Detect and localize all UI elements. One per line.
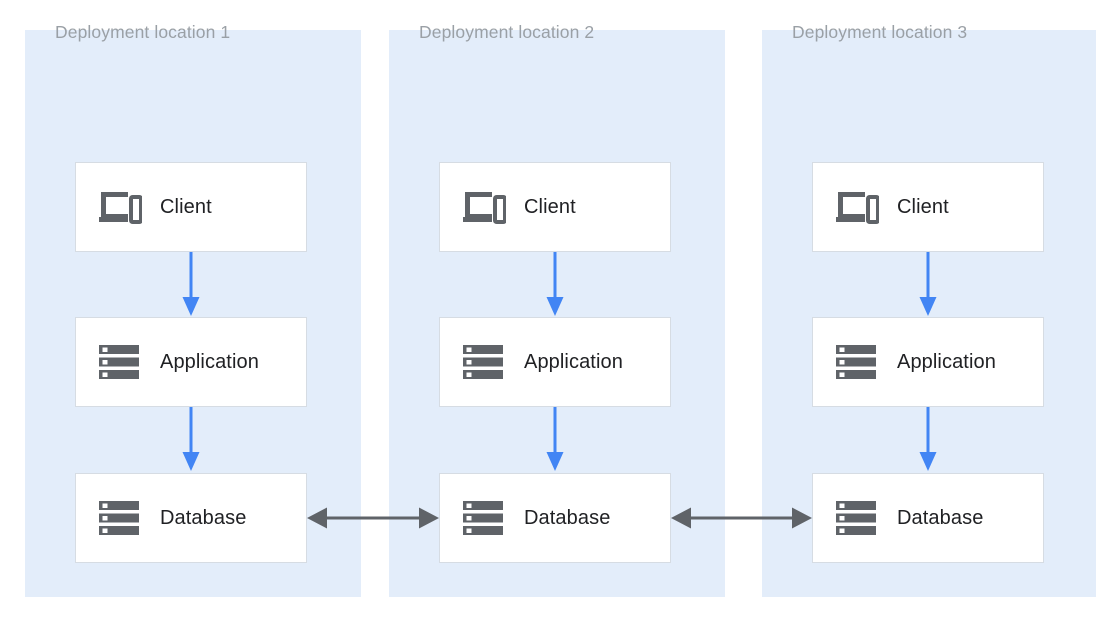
client-devices-icon [462, 188, 506, 226]
connector-database-2-to-database-3 [670, 500, 813, 536]
client-devices-icon [835, 188, 879, 226]
node-application-3[interactable]: Application [812, 317, 1044, 407]
node-label-database-3: Database [897, 506, 984, 529]
server-stack-icon [98, 499, 142, 537]
connector-application-to-database-1 [180, 407, 202, 473]
node-client-2[interactable]: Client [439, 162, 671, 252]
node-label-database-2: Database [524, 506, 611, 529]
connector-client-to-application-1 [180, 252, 202, 318]
server-stack-icon [462, 343, 506, 381]
panel-label-3: Deployment location 3 [792, 22, 968, 42]
node-client-1[interactable]: Client [75, 162, 307, 252]
panel-label-1: Deployment location 1 [55, 22, 231, 42]
client-devices-icon [98, 188, 142, 226]
connector-database-1-to-database-2 [306, 500, 440, 536]
connector-application-to-database-2 [544, 407, 566, 473]
node-database-1[interactable]: Database [75, 473, 307, 563]
server-stack-icon [835, 499, 879, 537]
node-label-application-3: Application [897, 350, 996, 373]
node-client-3[interactable]: Client [812, 162, 1044, 252]
server-stack-icon [98, 343, 142, 381]
node-label-application-2: Application [524, 350, 623, 373]
server-stack-icon [835, 343, 879, 381]
node-database-3[interactable]: Database [812, 473, 1044, 563]
connector-application-to-database-3 [917, 407, 939, 473]
server-stack-icon [462, 499, 506, 537]
node-label-client-2: Client [524, 195, 576, 218]
node-application-2[interactable]: Application [439, 317, 671, 407]
node-label-client-3: Client [897, 195, 949, 218]
node-database-2[interactable]: Database [439, 473, 671, 563]
node-application-1[interactable]: Application [75, 317, 307, 407]
node-label-application-1: Application [160, 350, 259, 373]
panel-label-2: Deployment location 2 [419, 22, 595, 42]
node-label-client-1: Client [160, 195, 212, 218]
node-label-database-1: Database [160, 506, 247, 529]
connector-client-to-application-3 [917, 252, 939, 318]
connector-client-to-application-2 [544, 252, 566, 318]
